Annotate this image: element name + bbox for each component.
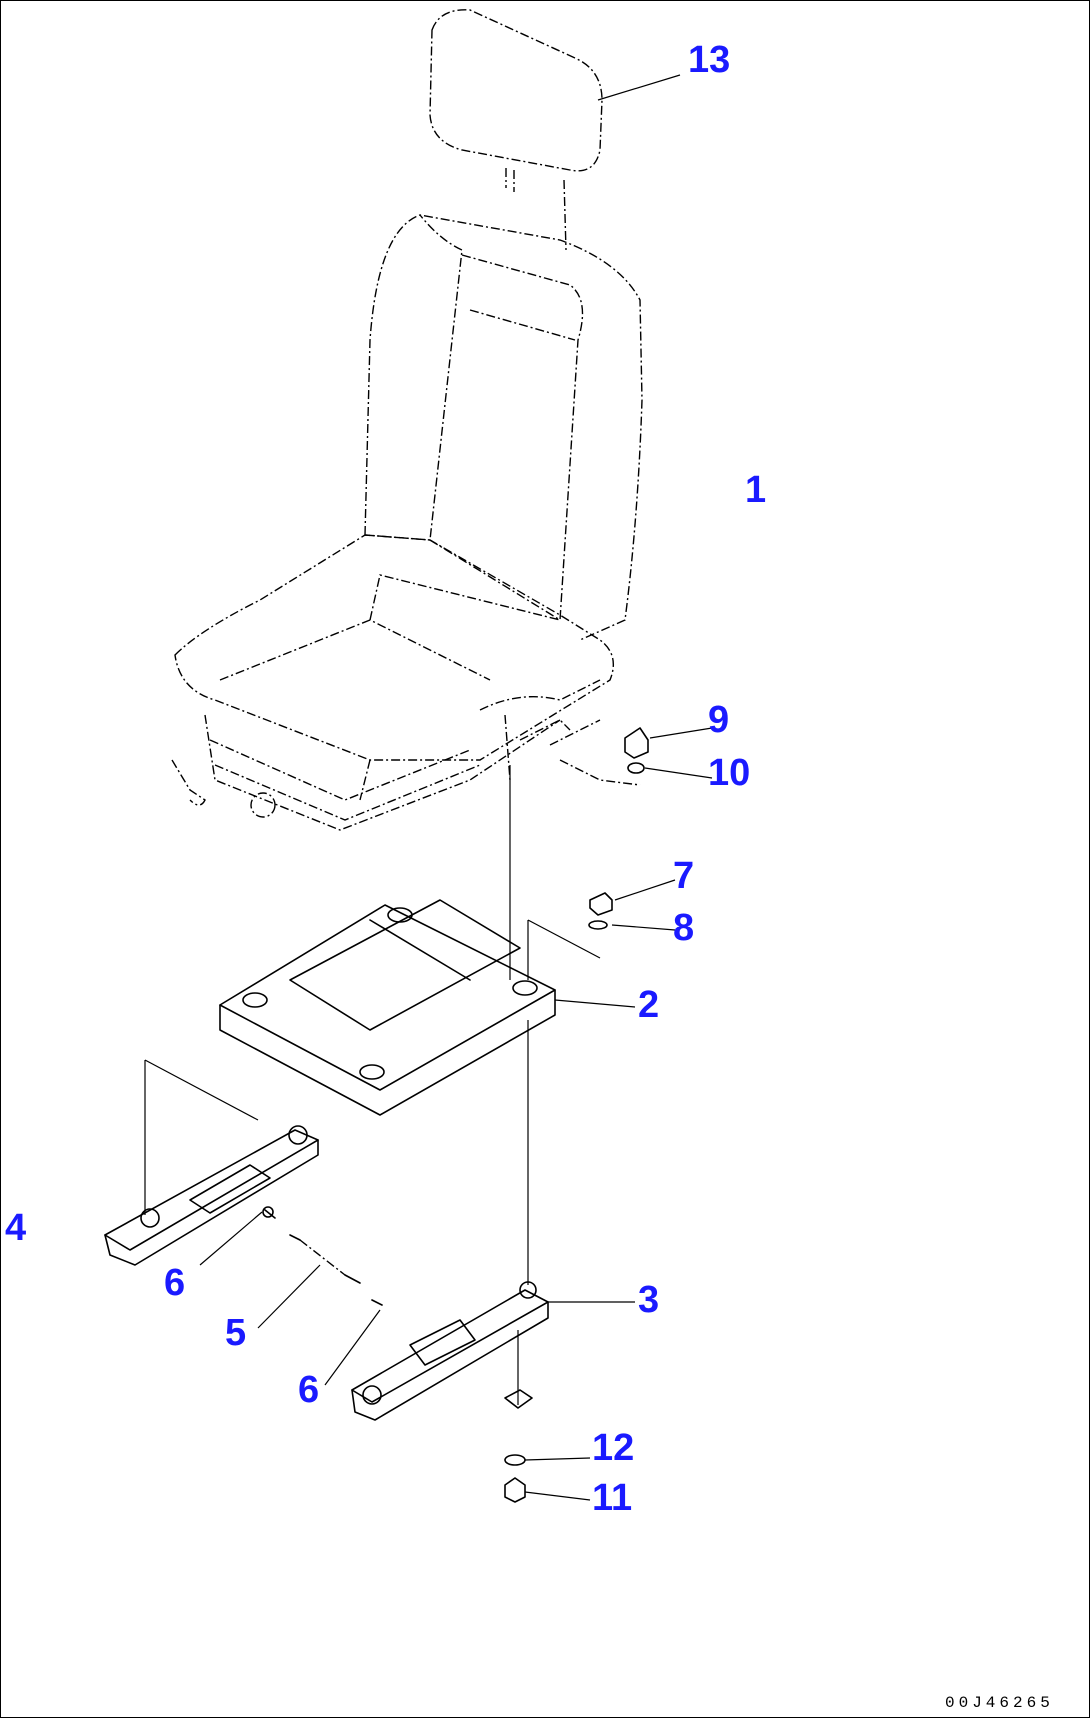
label-8: 8 bbox=[673, 907, 694, 949]
seat-backrest bbox=[364, 214, 643, 641]
label-11: 11 bbox=[592, 1477, 632, 1519]
document-code: 00J46265 bbox=[945, 1694, 1054, 1712]
left-slide-rail bbox=[104, 1125, 319, 1266]
headrest bbox=[429, 9, 603, 251]
label-6a: 6 bbox=[164, 1262, 185, 1304]
assembly-lines bbox=[144, 765, 601, 1405]
label-9: 9 bbox=[708, 699, 729, 741]
label-5: 5 bbox=[225, 1312, 246, 1354]
label-12: 12 bbox=[592, 1427, 634, 1469]
hardware bbox=[504, 727, 649, 1503]
base-plate bbox=[219, 899, 556, 1116]
label-13: 13 bbox=[688, 39, 730, 81]
seat-cushion bbox=[171, 534, 641, 831]
connecting-bar bbox=[289, 1234, 383, 1306]
label-6b: 6 bbox=[298, 1369, 319, 1411]
part-labels: 13 1 9 10 7 8 2 4 6 5 6 3 12 11 bbox=[5, 39, 766, 1519]
label-4: 4 bbox=[5, 1207, 26, 1249]
label-1: 1 bbox=[745, 469, 766, 511]
label-2: 2 bbox=[638, 984, 659, 1026]
label-10: 10 bbox=[708, 752, 750, 794]
leader-lines bbox=[199, 74, 713, 1501]
label-3: 3 bbox=[638, 1279, 659, 1321]
label-7: 7 bbox=[673, 855, 694, 897]
